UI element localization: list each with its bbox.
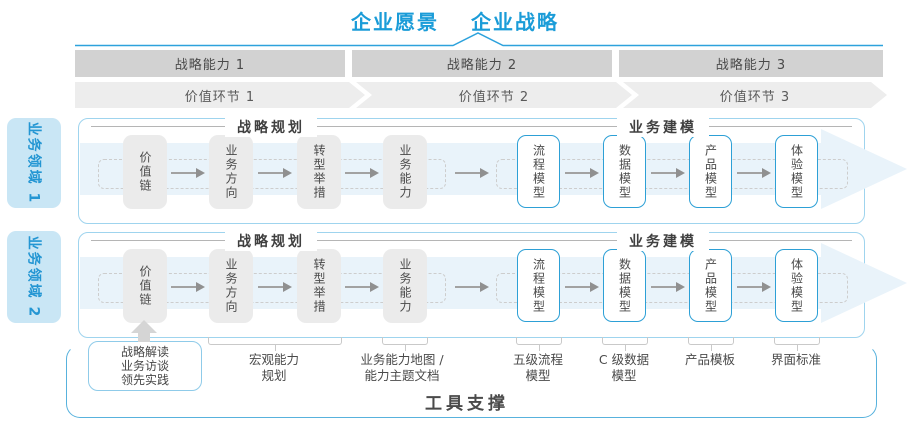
- node-experience-model: 体验模型: [775, 249, 818, 322]
- header-divider-line: [91, 126, 852, 127]
- domain-label-1-text: 业务领域 1: [25, 121, 41, 205]
- capability-band-3: 战略能力 3: [619, 50, 883, 77]
- dashed-group-modeling: [496, 159, 848, 189]
- source-line-3: 领先实践: [120, 373, 169, 387]
- node-transformation-initiatives: 转型举措: [297, 249, 341, 323]
- capability-band-2: 战略能力 2: [352, 50, 612, 77]
- flow-arrow-icon: [651, 168, 685, 178]
- domain-label-2: 业务领域 2: [7, 231, 61, 323]
- bracket-process-model: [516, 337, 562, 351]
- note-line: 界面标准: [770, 352, 821, 367]
- enterprise-vision-title: 企业愿景: [351, 10, 439, 34]
- enterprise-strategy-title: 企业战略: [471, 10, 559, 34]
- note-line: 模型: [525, 368, 551, 383]
- node-business-capability: 业务能力: [383, 135, 427, 209]
- note-line: 规划: [261, 368, 287, 383]
- node-business-direction: 业务方向: [209, 135, 253, 209]
- node-business-direction: 业务方向: [209, 249, 253, 323]
- note-line: 业务能力地图 /: [360, 352, 444, 367]
- flow-arrow-icon: [737, 282, 771, 292]
- business-modeling-header: 业务建模: [617, 117, 709, 137]
- node-process-model: 流程模型: [517, 249, 560, 322]
- source-line-1: 战略解读: [120, 345, 169, 359]
- tool-support-title: 工具支撑: [425, 394, 509, 414]
- strategic-planning-header: 战略规划: [225, 231, 317, 251]
- note-ui-standard: 界面标准: [732, 352, 860, 368]
- node-value-chain: 价值链: [123, 249, 167, 323]
- note-line: 模型: [611, 368, 637, 383]
- dashed-group-planning: [98, 273, 446, 303]
- bracket-product-template: [688, 337, 734, 351]
- flow-arrow-icon: [565, 282, 599, 292]
- note-line: 宏观能力: [248, 352, 299, 367]
- note-line: 五级流程: [512, 352, 563, 367]
- note-product-template: 产品模板: [646, 352, 774, 368]
- strategic-planning-header: 战略规划: [225, 117, 317, 137]
- domain-2-swimlane: 战略规划 业务建模 价值链 业务方向 转型举措 业务能力 流程模型 数据模型 产…: [78, 231, 907, 338]
- flow-arrow-icon: [345, 168, 379, 178]
- bracket-macro-capability: [208, 337, 342, 351]
- node-product-model: 产品模型: [689, 135, 732, 208]
- capability-band-1: 战略能力 1: [75, 50, 345, 77]
- value-band-3: 价值环节 3: [623, 82, 887, 108]
- node-process-model: 流程模型: [517, 135, 560, 208]
- value-band-2: 价值环节 2: [356, 82, 632, 108]
- flow-arrow-icon: [737, 168, 771, 178]
- domain-label-1: 业务领域 1: [7, 118, 61, 208]
- node-data-model: 数据模型: [603, 135, 646, 208]
- page-title: 企业愿景 企业战略: [0, 6, 910, 35]
- flow-arrow-icon: [171, 282, 205, 292]
- flow-arrow-icon: [258, 282, 292, 292]
- domain-label-2-text: 业务领域 2: [25, 235, 41, 319]
- up-arrow-icon: [131, 320, 157, 342]
- bracket-data-model: [602, 337, 648, 351]
- domain-1-swimlane: 战略规划 业务建模 价值链 业务方向 转型举措 业务能力 流程模型 数据模型 产…: [78, 117, 907, 224]
- flow-arrow-icon: [455, 282, 489, 292]
- note-line: C 级数据: [598, 352, 650, 367]
- flow-arrow-icon: [345, 282, 379, 292]
- note-macro-capability: 宏观能力 规划: [210, 352, 338, 384]
- node-data-model: 数据模型: [603, 249, 646, 322]
- bracket-ui-standard: [774, 337, 820, 351]
- note-data-model: C 级数据 模型: [560, 352, 688, 384]
- note-line: 产品模板: [684, 352, 735, 367]
- note-capability-map: 业务能力地图 / 能力主题文档: [338, 352, 466, 384]
- node-value-chain: 价值链: [123, 135, 167, 209]
- source-line-2: 业务访谈: [120, 359, 169, 373]
- flow-arrow-icon: [171, 168, 205, 178]
- flow-arrow-icon: [565, 168, 599, 178]
- node-experience-model: 体验模型: [775, 135, 818, 208]
- node-product-model: 产品模型: [689, 249, 732, 322]
- note-process-model: 五级流程 模型: [474, 352, 602, 384]
- flow-arrow-icon: [651, 282, 685, 292]
- flow-arrow-icon: [455, 168, 489, 178]
- header-divider-line: [91, 240, 852, 241]
- bracket-capability-map: [382, 337, 428, 351]
- value-band-1: 价值环节 1: [75, 82, 365, 108]
- note-line: 能力主题文档: [364, 368, 440, 383]
- tool-support-frame: [66, 345, 877, 418]
- business-modeling-header: 业务建模: [617, 231, 709, 251]
- flow-arrow-icon: [258, 168, 292, 178]
- strategy-input-box: 战略解读 业务访谈 领先实践: [88, 341, 202, 391]
- node-business-capability: 业务能力: [383, 249, 427, 323]
- up-arrow-head: [131, 320, 157, 333]
- up-arrow-shaft: [138, 333, 150, 342]
- dashed-group-modeling: [496, 273, 848, 303]
- vision-bracket-line: [75, 32, 883, 47]
- dashed-group-planning: [98, 159, 446, 189]
- node-transformation-initiatives: 转型举措: [297, 135, 341, 209]
